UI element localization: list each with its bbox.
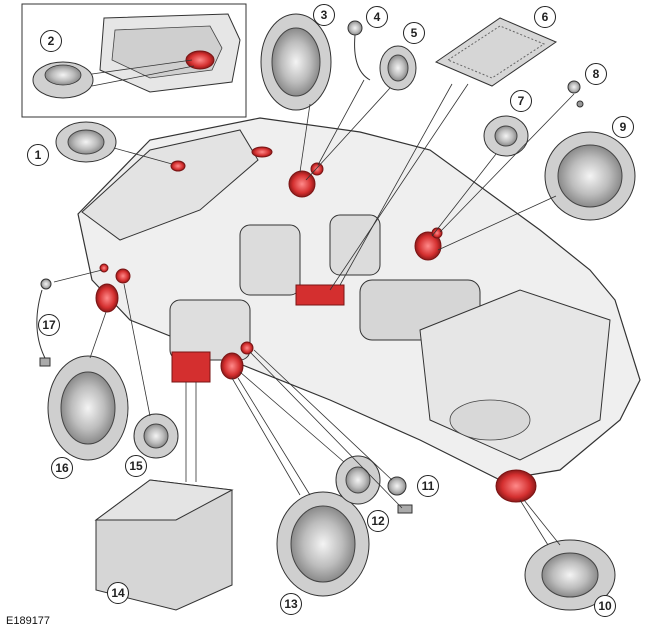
inset-detail-box	[21, 3, 247, 118]
callout-6: 6	[534, 6, 556, 28]
highlighted-parts	[95, 146, 537, 503]
callout-12: 12	[367, 510, 389, 532]
callout-8: 8	[585, 63, 607, 85]
callout-11: 11	[417, 475, 439, 497]
callout-15: 15	[125, 455, 147, 477]
callout-3: 3	[313, 4, 335, 26]
callout-7: 7	[510, 90, 532, 112]
callout-9: 9	[612, 116, 634, 138]
callout-17: 17	[38, 314, 60, 336]
component-parts	[36, 13, 636, 611]
figure-id: E189177	[6, 615, 51, 627]
vehicle-body	[77, 117, 641, 481]
callout-13: 13	[280, 593, 302, 615]
callout-5: 5	[403, 22, 425, 44]
callout-16: 16	[51, 457, 73, 479]
callout-1: 1	[27, 144, 49, 166]
callout-2: 2	[40, 30, 62, 52]
callout-4: 4	[366, 6, 388, 28]
leader-lines	[53, 79, 575, 546]
callout-14: 14	[107, 582, 129, 604]
callout-10: 10	[594, 595, 616, 617]
